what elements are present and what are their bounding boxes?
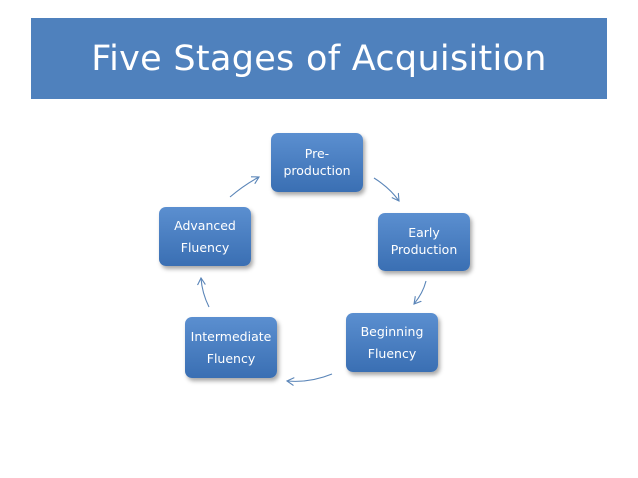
arrow-stage-3-to-4 — [287, 373, 333, 381]
stage-label: Intermediate Fluency — [190, 328, 272, 366]
stage-label: Pre- production — [283, 145, 351, 178]
title-banner: Five Stages of Acquisition — [31, 18, 607, 99]
stage-beginning-fluency: Beginning Fluency — [346, 313, 438, 372]
stage-label: Early Production — [390, 225, 458, 257]
stage-early-production: Early Production — [378, 213, 470, 271]
arrow-stage-1-to-2 — [373, 177, 399, 201]
stage-label: Advanced Fluency — [174, 217, 236, 255]
arrow-stage-5-to-1 — [229, 177, 259, 198]
stage-intermediate-fluency: Intermediate Fluency — [185, 317, 277, 378]
stage-advanced-fluency: Advanced Fluency — [159, 207, 251, 266]
arrow-stage-2-to-3 — [414, 280, 427, 304]
stage-preproduction: Pre- production — [271, 133, 363, 192]
slide-title: Five Stages of Acquisition — [91, 38, 547, 79]
arrow-stage-4-to-5 — [201, 278, 210, 308]
stage-label: Beginning Fluency — [360, 323, 424, 361]
